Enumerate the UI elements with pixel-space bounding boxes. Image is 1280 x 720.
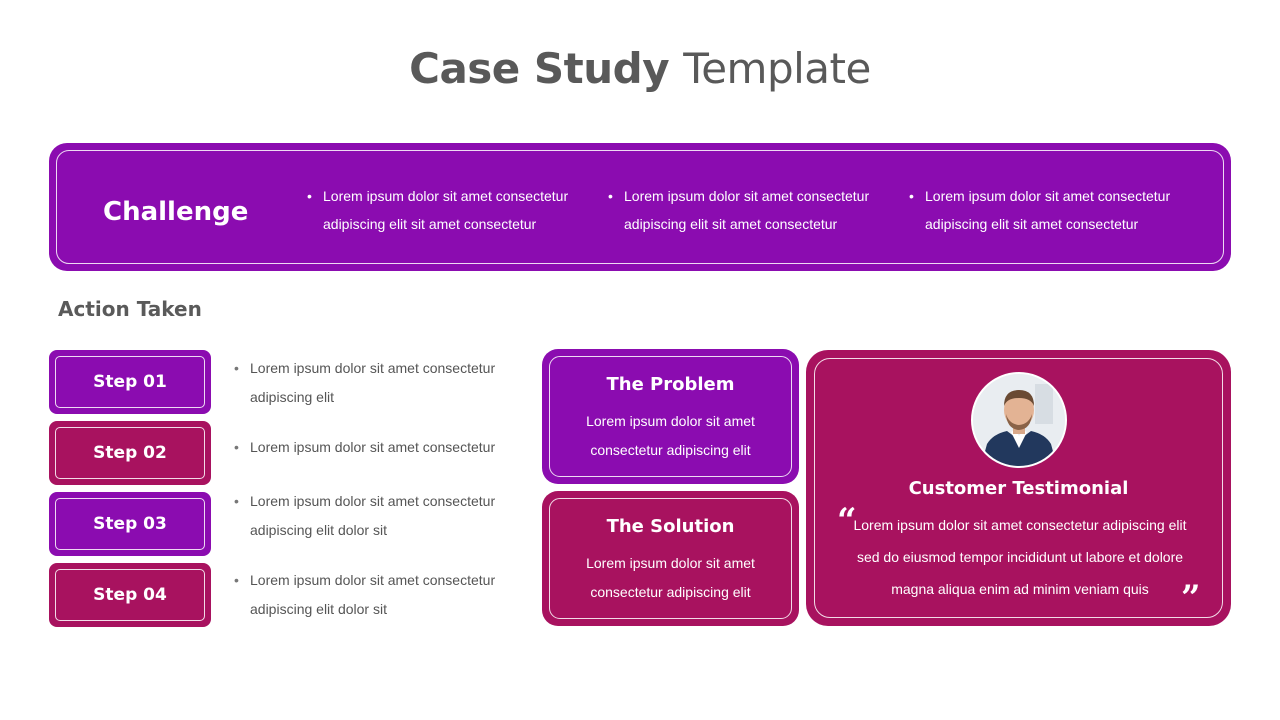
challenge-bullet-1: Lorem ipsum dolor sit amet consectetur a…	[307, 182, 597, 238]
solution-card: The Solution Lorem ipsum dolor sit amet …	[542, 491, 799, 626]
title-light: Template	[683, 44, 871, 93]
testimonial-card-inner: Customer Testimonial “ Lorem ipsum dolor…	[814, 358, 1223, 618]
person-photo-icon	[973, 374, 1065, 466]
testimonial-title: Customer Testimonial	[908, 478, 1129, 499]
step-04-label: Step 04	[55, 569, 205, 621]
problem-title: The Problem	[606, 374, 735, 395]
title-bold: Case Study	[409, 44, 670, 93]
step-01-label: Step 01	[55, 356, 205, 408]
challenge-bullet-2: Lorem ipsum dolor sit amet consectetur a…	[608, 182, 898, 238]
problem-card: The Problem Lorem ipsum dolor sit amet c…	[542, 349, 799, 484]
challenge-bullet-3: Lorem ipsum dolor sit amet consectetur a…	[909, 182, 1199, 238]
step-01-box: Step 01	[49, 350, 211, 414]
testimonial-text: Lorem ipsum dolor sit amet consectetur a…	[853, 517, 1187, 597]
problem-text: Lorem ipsum dolor sit amet consectetur a…	[586, 413, 755, 458]
testimonial-card: Customer Testimonial “ Lorem ipsum dolor…	[806, 350, 1231, 626]
customer-avatar	[971, 372, 1067, 468]
problem-card-inner: The Problem Lorem ipsum dolor sit amet c…	[549, 356, 792, 477]
challenge-label: Challenge	[103, 197, 249, 227]
close-quote-icon: ”	[1181, 578, 1201, 618]
step-03-box: Step 03	[49, 492, 211, 556]
step-04-box: Step 04	[49, 563, 211, 627]
solution-card-inner: The Solution Lorem ipsum dolor sit amet …	[549, 498, 792, 619]
step-04-text: Lorem ipsum dolor sit amet consectetur a…	[234, 566, 534, 624]
challenge-panel-inner: Challenge Lorem ipsum dolor sit amet con…	[56, 150, 1224, 264]
step-02-text: Lorem ipsum dolor sit amet consectetur	[234, 433, 534, 462]
step-02-box: Step 02	[49, 421, 211, 485]
page-title: Case Study Template	[0, 44, 1280, 93]
challenge-panel: Challenge Lorem ipsum dolor sit amet con…	[49, 143, 1231, 271]
step-01-text: Lorem ipsum dolor sit amet consectetur a…	[234, 354, 534, 412]
solution-text: Lorem ipsum dolor sit amet consectetur a…	[586, 555, 755, 600]
action-taken-heading: Action Taken	[58, 297, 202, 321]
step-03-text: Lorem ipsum dolor sit amet consectetur a…	[234, 487, 534, 545]
step-03-label: Step 03	[55, 498, 205, 550]
step-02-label: Step 02	[55, 427, 205, 479]
solution-title: The Solution	[606, 516, 735, 537]
open-quote-icon: “	[837, 501, 857, 541]
